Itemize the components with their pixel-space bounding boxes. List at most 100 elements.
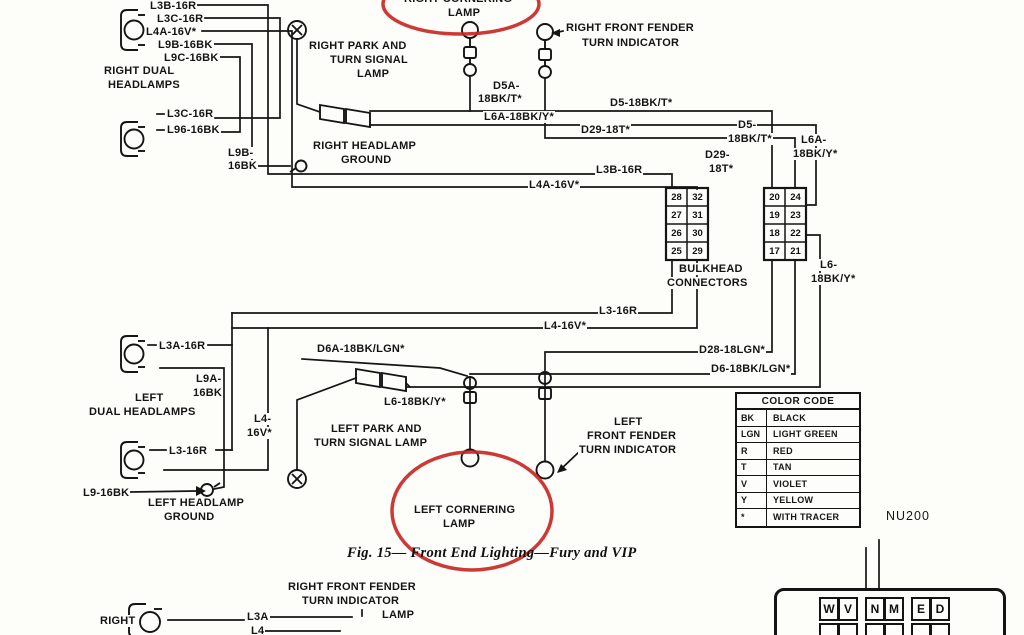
bulkhead-connectors-label: CONNECTORS <box>666 277 749 290</box>
wire-label-l4a-run: L4A-16V* <box>528 179 581 192</box>
wire-label-d5-right: D5- <box>737 119 758 132</box>
wire-label-l4-left: 16V* <box>246 427 273 440</box>
wire-label-l3a: L3A-16R <box>158 340 207 353</box>
figure-caption: Fig. 15— Front End Lighting—Fury and VIP <box>347 545 637 561</box>
color-code: * <box>737 509 767 526</box>
connector-cell: D <box>930 597 950 621</box>
wire-label-d6: D6-18BK/LGN* <box>710 363 792 376</box>
wire-label-l6a-right: 18BK/Y* <box>792 148 839 161</box>
color-code-row: BK BLACK <box>737 410 859 427</box>
wire-label-d29-right: 18T* <box>708 163 735 176</box>
left-dual-headlamps-label: DUAL HEADLAMPS <box>88 406 197 419</box>
wire-label-l96-16bk: L96-16BK <box>166 124 221 137</box>
park-lamp-icon-left <box>287 469 307 489</box>
wire-d6-run <box>469 259 796 375</box>
wire-label-l3c-16r: L3C-16R <box>156 13 205 26</box>
color-code: Y <box>737 492 767 508</box>
wire-label-d5a: D5A- <box>492 80 521 93</box>
turn-indicator-icon-right <box>536 23 554 79</box>
connector-cell <box>838 623 858 635</box>
wire-d28-run <box>544 259 773 373</box>
color-name: BLACK <box>773 412 806 423</box>
left-park-turn-label: TURN SIGNAL LAMP <box>313 437 429 450</box>
wire-label-l3b-run: L3B-16R <box>595 164 644 177</box>
color-code-row: * WITH TRACER <box>737 509 859 526</box>
color-code-table: COLOR CODE BK BLACK LGN LIGHT GREEN R RE… <box>735 392 861 528</box>
wire-label-l4-left: L4- <box>253 413 273 426</box>
wire-l6-run <box>405 234 821 388</box>
left-headlamp-ground-label: GROUND <box>163 511 216 524</box>
ground-eyelet-icon-left <box>200 482 221 497</box>
connector-cell: E <box>911 597 931 621</box>
wire-l3c <box>204 17 281 119</box>
wire-label-l3-run: L3-16R <box>598 305 639 318</box>
bulkhead-pin: 29 <box>692 245 703 257</box>
color-code: BK <box>737 410 767 426</box>
headlamp-icon-right-lower <box>120 121 145 157</box>
bulkhead-pin: 26 <box>671 227 682 239</box>
bulkhead-connectors-label: BULKHEAD <box>678 263 744 276</box>
bulkhead-pin: 21 <box>790 245 801 257</box>
wire-left-bundle <box>147 312 269 491</box>
wire-label-l3a-bottom: L3A <box>246 611 270 624</box>
left-front-fender-label: FRONT FENDER <box>586 430 678 443</box>
wire-label-d29: D29-18T* <box>580 124 632 137</box>
color-code: T <box>737 459 767 475</box>
wire-park-right <box>296 38 322 114</box>
right-headlamp-ground-label: RIGHT HEADLAMP <box>312 140 418 153</box>
right-headlamp-ground-label: GROUND <box>340 154 393 167</box>
highlight-ellipse-left-cornering <box>390 450 554 572</box>
color-code: LGN <box>737 426 767 442</box>
connector-cell <box>884 623 904 635</box>
color-code-title: COLOR CODE <box>737 394 859 410</box>
connector-cell: V <box>838 597 858 621</box>
highlight-ellipse-right-cornering <box>381 0 541 36</box>
arrowhead-fender-right <box>551 29 560 37</box>
bottom-right-label: RIGHT <box>99 615 137 628</box>
left-cornering-lamp-label: LAMP <box>443 518 476 530</box>
part-number: NU200 <box>886 509 930 523</box>
connector-cell <box>911 623 931 635</box>
color-code: V <box>737 476 767 492</box>
color-name: TAN <box>773 462 792 473</box>
bulkhead-pin: 28 <box>671 191 682 203</box>
bulkhead-pin: 30 <box>692 227 703 239</box>
wire-label-l4-run: L4-16V* <box>543 320 588 333</box>
bulkhead-pin: 18 <box>769 227 780 239</box>
right-cornering-lamp-label: RIGHT CORNERING <box>403 0 513 5</box>
wire-l9b <box>211 43 291 167</box>
connector-cell: N <box>865 597 885 621</box>
color-code: R <box>737 443 767 459</box>
wire-label-d29-right: D29- <box>704 149 731 162</box>
color-code-row: R RED <box>737 443 859 460</box>
wire-bottom <box>167 539 880 632</box>
wire-label-l9a: L9A- <box>195 373 223 386</box>
wire-label-l6-right: 18BK/Y* <box>810 273 857 286</box>
headlamp-icon-right-upper <box>120 9 145 51</box>
connector-cell <box>819 623 839 635</box>
wire-label-l6-right: L6- <box>819 259 839 272</box>
wire-label-l3-left: L3-16R <box>168 445 209 458</box>
color-name: RED <box>773 445 793 456</box>
wire-label-d5a: 18BK/T* <box>477 93 523 106</box>
bulkhead-pin: 24 <box>790 191 801 203</box>
wire-label-l9-left: L9-16BK <box>82 487 131 500</box>
bottom-fender-lamp-label: TURN INDICATOR <box>301 595 401 608</box>
inline-connector-icon-right <box>319 103 371 129</box>
cornering-lamp-icon-right <box>461 21 479 77</box>
bulkhead-pin: 19 <box>769 209 780 221</box>
wire-label-l9b-16bk: L9B-16BK <box>157 39 214 52</box>
turn-indicator-icon-left <box>535 371 555 480</box>
wire-label-l3b-16r: L3B-16R <box>149 0 198 13</box>
connector-cell: M <box>884 597 904 621</box>
wire-l3b <box>195 4 673 189</box>
wire-label-l3c-16r-2: L3C-16R <box>166 108 215 121</box>
bulkhead-pin: 22 <box>790 227 801 239</box>
bottom-fender-lamp-label: RIGHT FRONT FENDER <box>287 581 417 594</box>
connector-cell <box>865 623 885 635</box>
right-front-fender-label: RIGHT FRONT FENDER <box>565 22 695 35</box>
bulkhead-pin: 25 <box>671 245 682 257</box>
wire-l9c <box>213 56 241 133</box>
